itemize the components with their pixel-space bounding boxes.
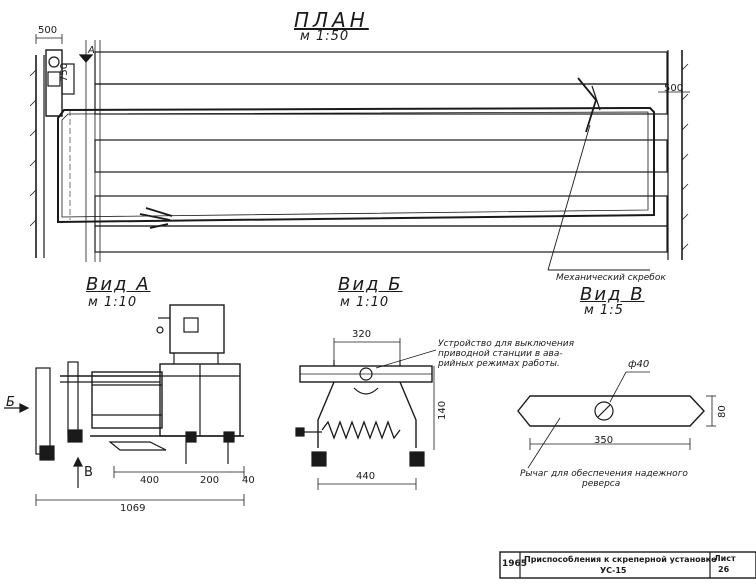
view-a-dim-1069: 1069 <box>120 503 146 514</box>
view-b-dim-320: 320 <box>352 329 372 340</box>
view-v-dim-350: 350 <box>594 435 614 446</box>
view-b-dim-440: 440 <box>356 471 376 482</box>
plan-dim-left: 500 <box>38 25 58 36</box>
view-a-arrow-b: Б <box>6 395 15 410</box>
view-a-arrow-v: В <box>84 465 93 480</box>
plan-view <box>29 34 690 271</box>
view-b-note-1: Устройство для выключения <box>438 339 575 349</box>
view-a-scale: м 1:10 <box>88 295 138 310</box>
stamp-sheet-number: 26 <box>718 565 730 574</box>
stamp-sheet-label: Лист <box>714 554 736 563</box>
plan-dim-small: 750 <box>59 62 70 82</box>
stamp-name: Приспособления к скреперной установке <box>524 555 717 564</box>
view-a-dim-40: 40 <box>242 475 255 486</box>
title-block <box>499 551 756 579</box>
view-v-note-2: реверса <box>582 479 621 489</box>
plan-mark-a: А <box>88 45 95 56</box>
plan-title: ПЛАН <box>294 8 369 32</box>
view-a-dim-400: 400 <box>140 475 160 486</box>
view-b-dim-140: 140 <box>437 400 448 420</box>
view-a-title: Вид А <box>86 274 151 295</box>
stamp-code: УС-15 <box>600 566 627 575</box>
view-a-dim-200: 200 <box>200 475 220 486</box>
view-b-note-3: рийных режимах работы. <box>438 359 560 369</box>
view-v-title: Вид В <box>580 284 645 305</box>
plan-dim-right: 500 <box>664 83 684 94</box>
view-b-scale: м 1:10 <box>340 295 390 310</box>
view-b <box>295 338 437 490</box>
mechanical-scraper-note: Механический скребок <box>556 273 666 283</box>
view-v-scale: м 1:5 <box>584 303 624 318</box>
view-v-note-1: Рычаг для обеспечения надежного <box>520 469 688 479</box>
view-b-note-2: приводной станции в ава- <box>438 349 563 359</box>
plan-scale: м 1:50 <box>300 29 350 44</box>
view-v-dim-80: 80 <box>717 405 728 418</box>
view-v-dim-phi40: ф40 <box>628 359 650 370</box>
view-a <box>4 304 245 506</box>
view-b-title: Вид Б <box>338 274 403 295</box>
view-v <box>517 371 716 469</box>
stamp-year: 1965 <box>502 559 528 569</box>
